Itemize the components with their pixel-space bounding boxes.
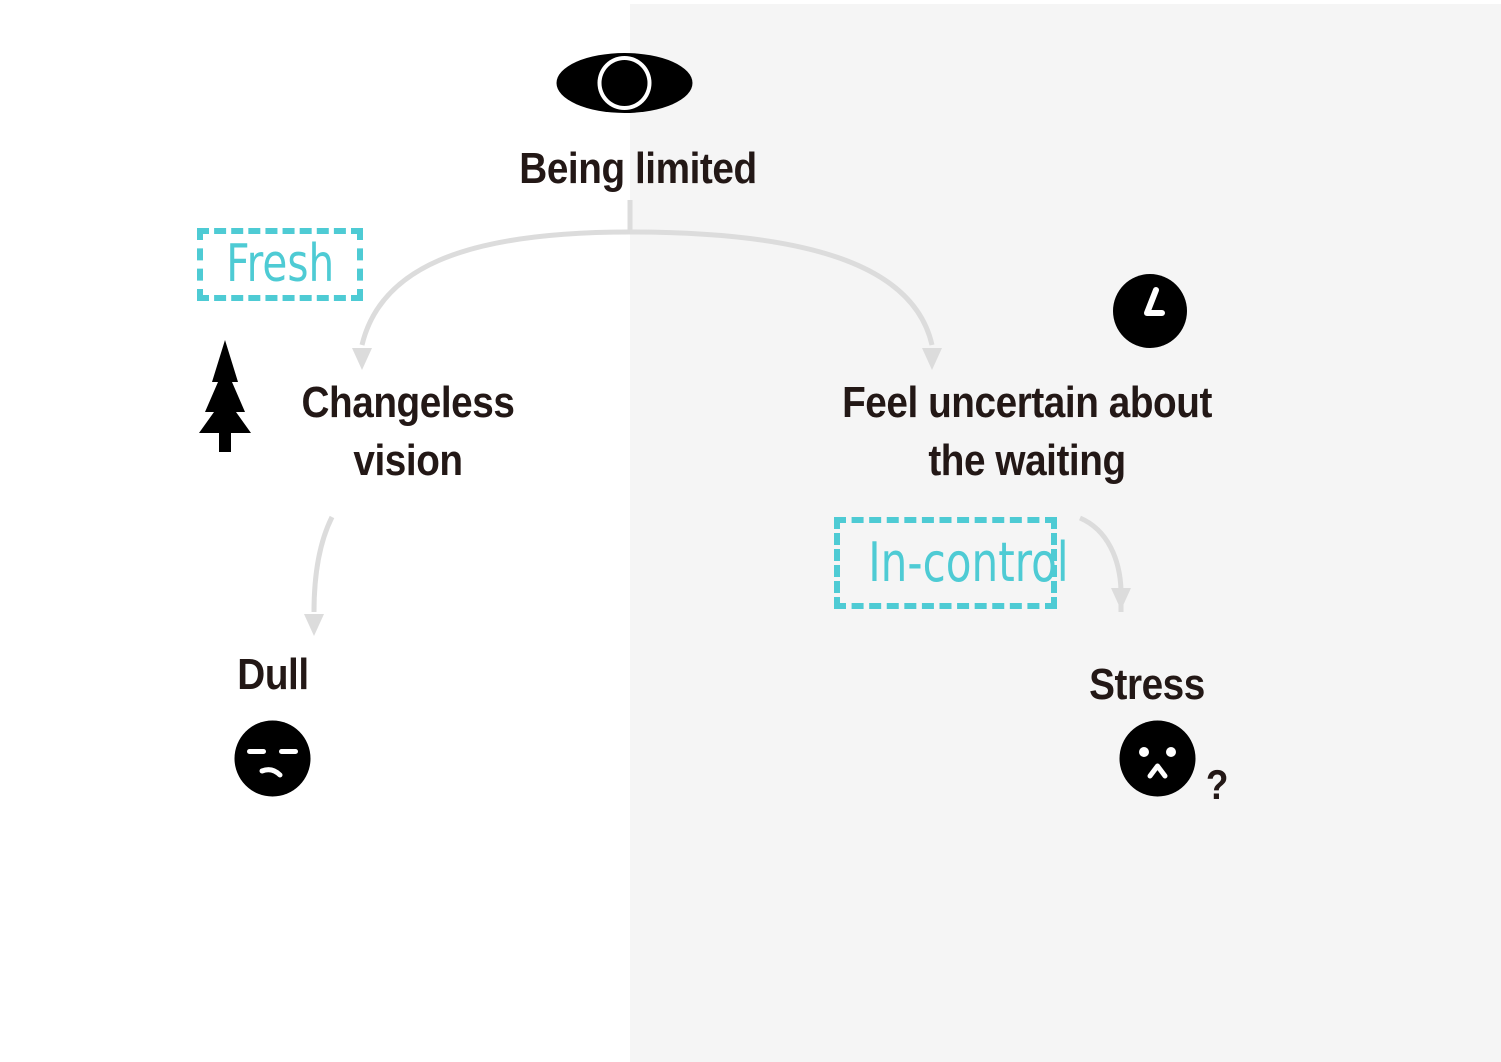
tag-fresh-label: Fresh [226, 234, 334, 294]
question-mark: ? [1199, 756, 1234, 814]
node-changeless-vision: Changeless vision [276, 374, 540, 490]
arrowhead-right-down [1111, 588, 1131, 610]
arc-right-connector [629, 229, 935, 346]
node-changeless-vision-line2: vision [353, 436, 463, 485]
node-being-limited-label: Being limited [519, 144, 757, 193]
arrowhead-left-down [304, 614, 324, 636]
eye-icon [556, 53, 693, 113]
bored-face-icon [234, 720, 311, 797]
clock-icon [1113, 274, 1187, 348]
tag-in-control-label: In-control [868, 531, 1069, 594]
node-feel-uncertain-line1: Feel uncertain about [842, 378, 1212, 427]
node-dull: Dull [220, 646, 326, 704]
right-panel-background [630, 4, 1501, 1062]
arc-left-connector [359, 229, 631, 346]
tag-in-control: In-control [834, 517, 1069, 609]
node-stress-label: Stress [1089, 660, 1205, 709]
node-dull-label: Dull [237, 650, 309, 699]
tree-icon [199, 340, 251, 452]
arrowhead-right [922, 348, 942, 370]
node-feel-uncertain-line2: the waiting [928, 436, 1126, 485]
question-mark-label: ? [1205, 761, 1229, 808]
worried-face-icon [1119, 720, 1196, 797]
node-being-limited: Being limited [497, 140, 779, 198]
node-feel-uncertain: Feel uncertain about the waiting [807, 374, 1247, 490]
right-down-connector [1078, 515, 1124, 612]
node-changeless-vision-line1: Changeless [301, 378, 515, 427]
node-stress: Stress [1081, 656, 1213, 714]
arrowhead-left [352, 348, 372, 370]
left-down-connector [311, 515, 335, 613]
tag-fresh: Fresh [197, 228, 363, 301]
